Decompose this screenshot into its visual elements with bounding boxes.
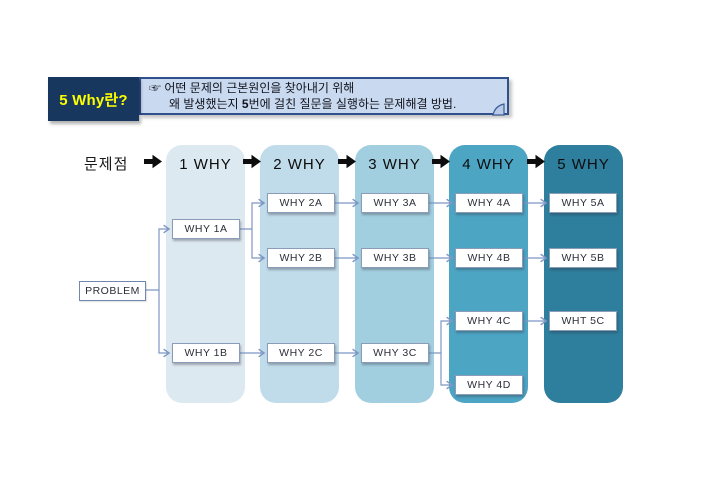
flow-arrow-icon bbox=[338, 154, 356, 169]
problem-node: PROBLEM bbox=[79, 281, 146, 301]
why-node-3c: WHY 3C bbox=[361, 343, 429, 363]
why-node-4c: WHY 4C bbox=[455, 311, 523, 331]
banner-title: 5 Why란? bbox=[48, 77, 139, 121]
pointing-hand-icon: ☞ bbox=[149, 81, 162, 95]
banner-definition-box: ☞ 어떤 문제의 근본원인을 찾아내기 위해 왜 발생했는지 5번에 걸친 질문… bbox=[139, 77, 509, 116]
stage-column-2why: 2 WHY bbox=[260, 145, 339, 403]
stage-column-3why: 3 WHY bbox=[355, 145, 434, 403]
why-node-5a: WHY 5A bbox=[549, 193, 617, 213]
stage-column-label: 4 WHY bbox=[462, 156, 515, 173]
definition-line-2-seg2: 번에 걸친 질문을 실행하는 문제해결 방법. bbox=[248, 96, 457, 111]
definition-line-2-seg1: 왜 발생했는지 bbox=[169, 96, 242, 111]
folded-corner-icon bbox=[492, 103, 505, 116]
why-node-1b: WHY 1B bbox=[172, 343, 240, 363]
stage-column-label: 1 WHY bbox=[179, 156, 232, 173]
definition-line-2-bold-five: 5 bbox=[241, 96, 249, 111]
stage-column-label: 2 WHY bbox=[273, 156, 326, 173]
flow-arrow-icon bbox=[144, 154, 162, 169]
stage-column-1why: 1 WHY bbox=[166, 145, 245, 403]
flow-arrow-icon bbox=[243, 154, 261, 169]
why-node-3b: WHY 3B bbox=[361, 248, 429, 268]
why-node-5c: WHT 5C bbox=[549, 311, 617, 331]
why-node-2a: WHY 2A bbox=[267, 193, 335, 213]
flow-arrow-icon bbox=[527, 154, 545, 169]
why-node-5b: WHY 5B bbox=[549, 248, 617, 268]
why-node-1a: WHY 1A bbox=[172, 219, 240, 239]
definition-line-1: ☞ 어떤 문제의 근본원인을 찾아내기 위해 bbox=[149, 81, 503, 97]
definition-line-2: 왜 발생했는지 5번에 걸친 질문을 실행하는 문제해결 방법. bbox=[149, 97, 503, 113]
why-node-3a: WHY 3A bbox=[361, 193, 429, 213]
source-label: 문제점 bbox=[84, 156, 129, 173]
why-node-2b: WHY 2B bbox=[267, 248, 335, 268]
why-node-4b: WHY 4B bbox=[455, 248, 523, 268]
why-node-4d: WHY 4D bbox=[455, 375, 523, 395]
flow-arrow-icon bbox=[432, 154, 450, 169]
stage-column-4why: 4 WHY bbox=[449, 145, 528, 403]
stage-column-label: 5 WHY bbox=[557, 156, 610, 173]
why-node-4a: WHY 4A bbox=[455, 193, 523, 213]
definition-line-1-text: 어떤 문제의 근본원인을 찾아내기 위해 bbox=[164, 81, 355, 95]
stage-column-5why: 5 WHY bbox=[544, 145, 623, 403]
why-node-2c: WHY 2C bbox=[267, 343, 335, 363]
stage-column-label: 3 WHY bbox=[368, 156, 421, 173]
